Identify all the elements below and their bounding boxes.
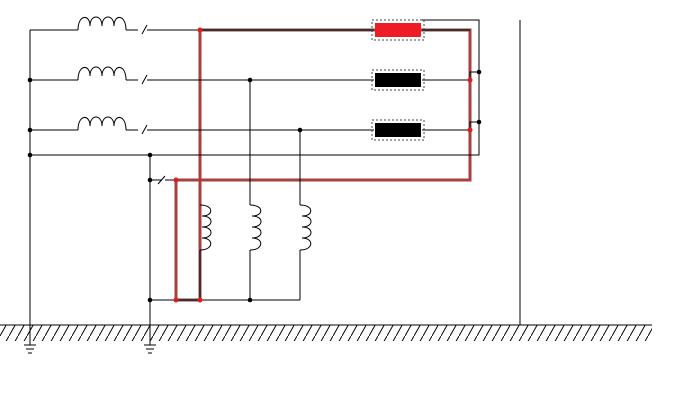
source-windings [77,16,176,185]
fault-path-outline [174,28,472,302]
ground-icon [24,344,36,354]
junction [27,152,33,158]
fault-current-loop [174,28,472,302]
source-coil-phase-1 [77,16,127,31]
breaker-phase-1 [126,24,150,35]
source-coil-phase-3 [77,116,127,131]
fault-path-red [175,29,471,301]
fault-junction [467,127,473,133]
breaker-phase-3 [126,124,150,135]
transformer-coil-2 [249,204,262,251]
junctions [27,27,482,303]
junction [147,177,153,183]
junction [476,119,482,125]
junction [476,69,482,75]
wiring [29,19,521,345]
junction [147,297,153,303]
source-coil-phase-2 [77,66,127,81]
breaker-phase-2 [126,74,150,85]
junction [27,127,33,133]
resistor-phase-1-frame [371,19,425,41]
resistor-phase-3 [375,123,421,137]
resistor-bank [371,19,425,141]
fault-junction [173,297,179,303]
resistor-phase-2 [375,73,421,87]
fault-junction [197,297,203,303]
ground-icon [144,344,156,354]
transformer-windings [199,204,312,251]
junction [147,152,153,158]
junction [247,77,253,83]
resistor-3-return [422,121,479,131]
resistor-phase-1 [375,23,421,37]
resistor-phase-2-frame [371,69,425,91]
ground-hatching [0,325,652,341]
resistor-2-return [422,71,479,81]
junction [297,127,303,133]
fault-junction [467,77,473,83]
fault-junction [173,177,179,183]
transformer-coil-3 [299,204,312,251]
junction [247,297,253,303]
neutral-wire [30,19,480,156]
resistor-phase-3-frame [371,119,425,141]
junction [27,77,33,83]
fault-junction [197,27,203,33]
earth-ground-plane [0,324,652,341]
transformer-coil-1 [199,204,212,251]
ground-symbols [24,344,156,354]
